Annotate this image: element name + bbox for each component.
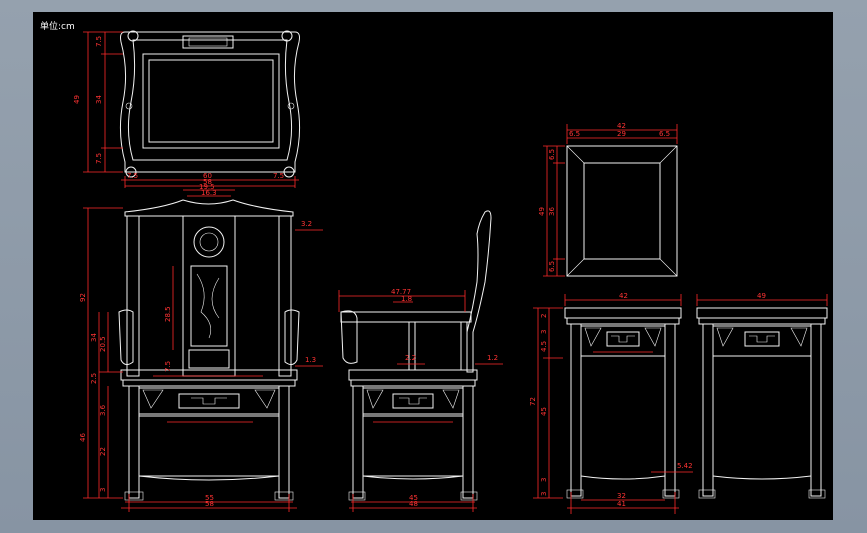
dim-side-d-mid: 2.2	[405, 354, 416, 362]
dim-side-w-top: 47.77	[391, 288, 411, 296]
cad-drawing-canvas[interactable]: 单位:cm 49 7.5 34 7.5 60 58 7.5 7.5	[33, 12, 833, 520]
plan-view: 42 29 6.5 6.5 49 36 6.5 6.5	[538, 122, 678, 277]
dim-front-w-bottom2: 58	[205, 500, 214, 508]
back-panel-view: 49 7.5 34 7.5 60 58 7.5 7.5	[73, 30, 301, 188]
dim-plan-h-bot: 6.5	[548, 261, 556, 272]
dim-tf-h-total: 72	[529, 397, 537, 406]
dim-front-d-r: 3.2	[301, 220, 312, 228]
dim-tf-w-top: 42	[619, 292, 628, 300]
table-side-view: 49	[696, 292, 828, 499]
dim-back-w-left: 7.5	[127, 172, 138, 180]
dim-front-w-top2: 16.3	[201, 189, 217, 197]
dim-side-d-rail: 1.2	[487, 354, 498, 362]
dim-front-w-bottom1: 55	[205, 494, 214, 502]
dim-plan-w-total: 42	[617, 122, 626, 130]
chair-front-view: 19.5 16.3 3.2 1.3 92 46 34 20.5 28.5 7.5…	[79, 183, 323, 512]
dim-tf-h-a: 2	[540, 314, 548, 318]
dim-tf-h-e: 3	[540, 492, 548, 496]
dim-plan-w-mid: 29	[617, 130, 626, 138]
dim-tf-w-bottom2: 41	[617, 500, 626, 508]
dim-back-h-top: 7.5	[95, 36, 103, 47]
table-front-view: 42 72 45 2 3 4.5 3 3 5.42 32 41	[529, 292, 693, 514]
dim-back-w-right: 7.5	[273, 172, 284, 180]
dim-front-h-a: 34	[90, 333, 98, 342]
dim-tf-h-b: 3	[540, 330, 548, 334]
dim-back-h-bot: 7.5	[95, 153, 103, 164]
dim-ts-w-top: 49	[757, 292, 766, 300]
dim-front-h-b: 20.5	[99, 336, 107, 352]
dim-tf-w-bottom1: 32	[617, 492, 626, 500]
dim-plan-w-right: 6.5	[659, 130, 670, 138]
dim-back-w-inner: 58	[203, 178, 212, 186]
dim-tf-h-d: 3	[540, 478, 548, 482]
dim-tf-h-legs: 45	[540, 407, 548, 416]
dim-front-panel-h: 28.5	[164, 306, 172, 322]
dim-side-w-bottom2: 48	[409, 500, 418, 508]
dim-plan-h-mid: 36	[548, 207, 556, 216]
dim-front-h-total: 92	[79, 293, 87, 302]
dim-front-h-g: 3	[99, 488, 107, 492]
dim-front-h-e: 3.6	[99, 404, 107, 416]
dim-front-h-d: 2.5	[90, 373, 98, 384]
dim-side-w-bottom1: 45	[409, 494, 418, 502]
dim-plan-h-total: 49	[538, 207, 546, 216]
dim-front-w-top: 19.5	[199, 183, 215, 191]
dim-back-h-mid: 34	[95, 95, 103, 104]
unit-label: 单位:cm	[40, 20, 75, 32]
dim-back-h-total: 49	[73, 95, 81, 104]
dim-tf-d-side: 5.42	[677, 462, 693, 470]
dim-front-h-f: 22	[99, 447, 107, 456]
dim-tf-h-c: 4.5	[540, 341, 548, 352]
dim-side-w-seat: 1.8	[401, 295, 412, 303]
cad-drawing: 单位:cm 49 7.5 34 7.5 60 58 7.5 7.5	[40, 20, 828, 514]
dim-front-h-seat: 46	[79, 433, 87, 442]
dim-plan-w-left: 6.5	[569, 130, 580, 138]
dim-back-w-outer: 60	[203, 172, 212, 180]
dim-front-d-rail: 1.3	[305, 356, 316, 364]
dim-front-h-c: 7.5	[164, 361, 172, 372]
chair-side-view: 47.77 1.8 1.2 2.2 45 48	[338, 210, 503, 512]
dim-plan-h-top: 6.5	[548, 149, 556, 160]
